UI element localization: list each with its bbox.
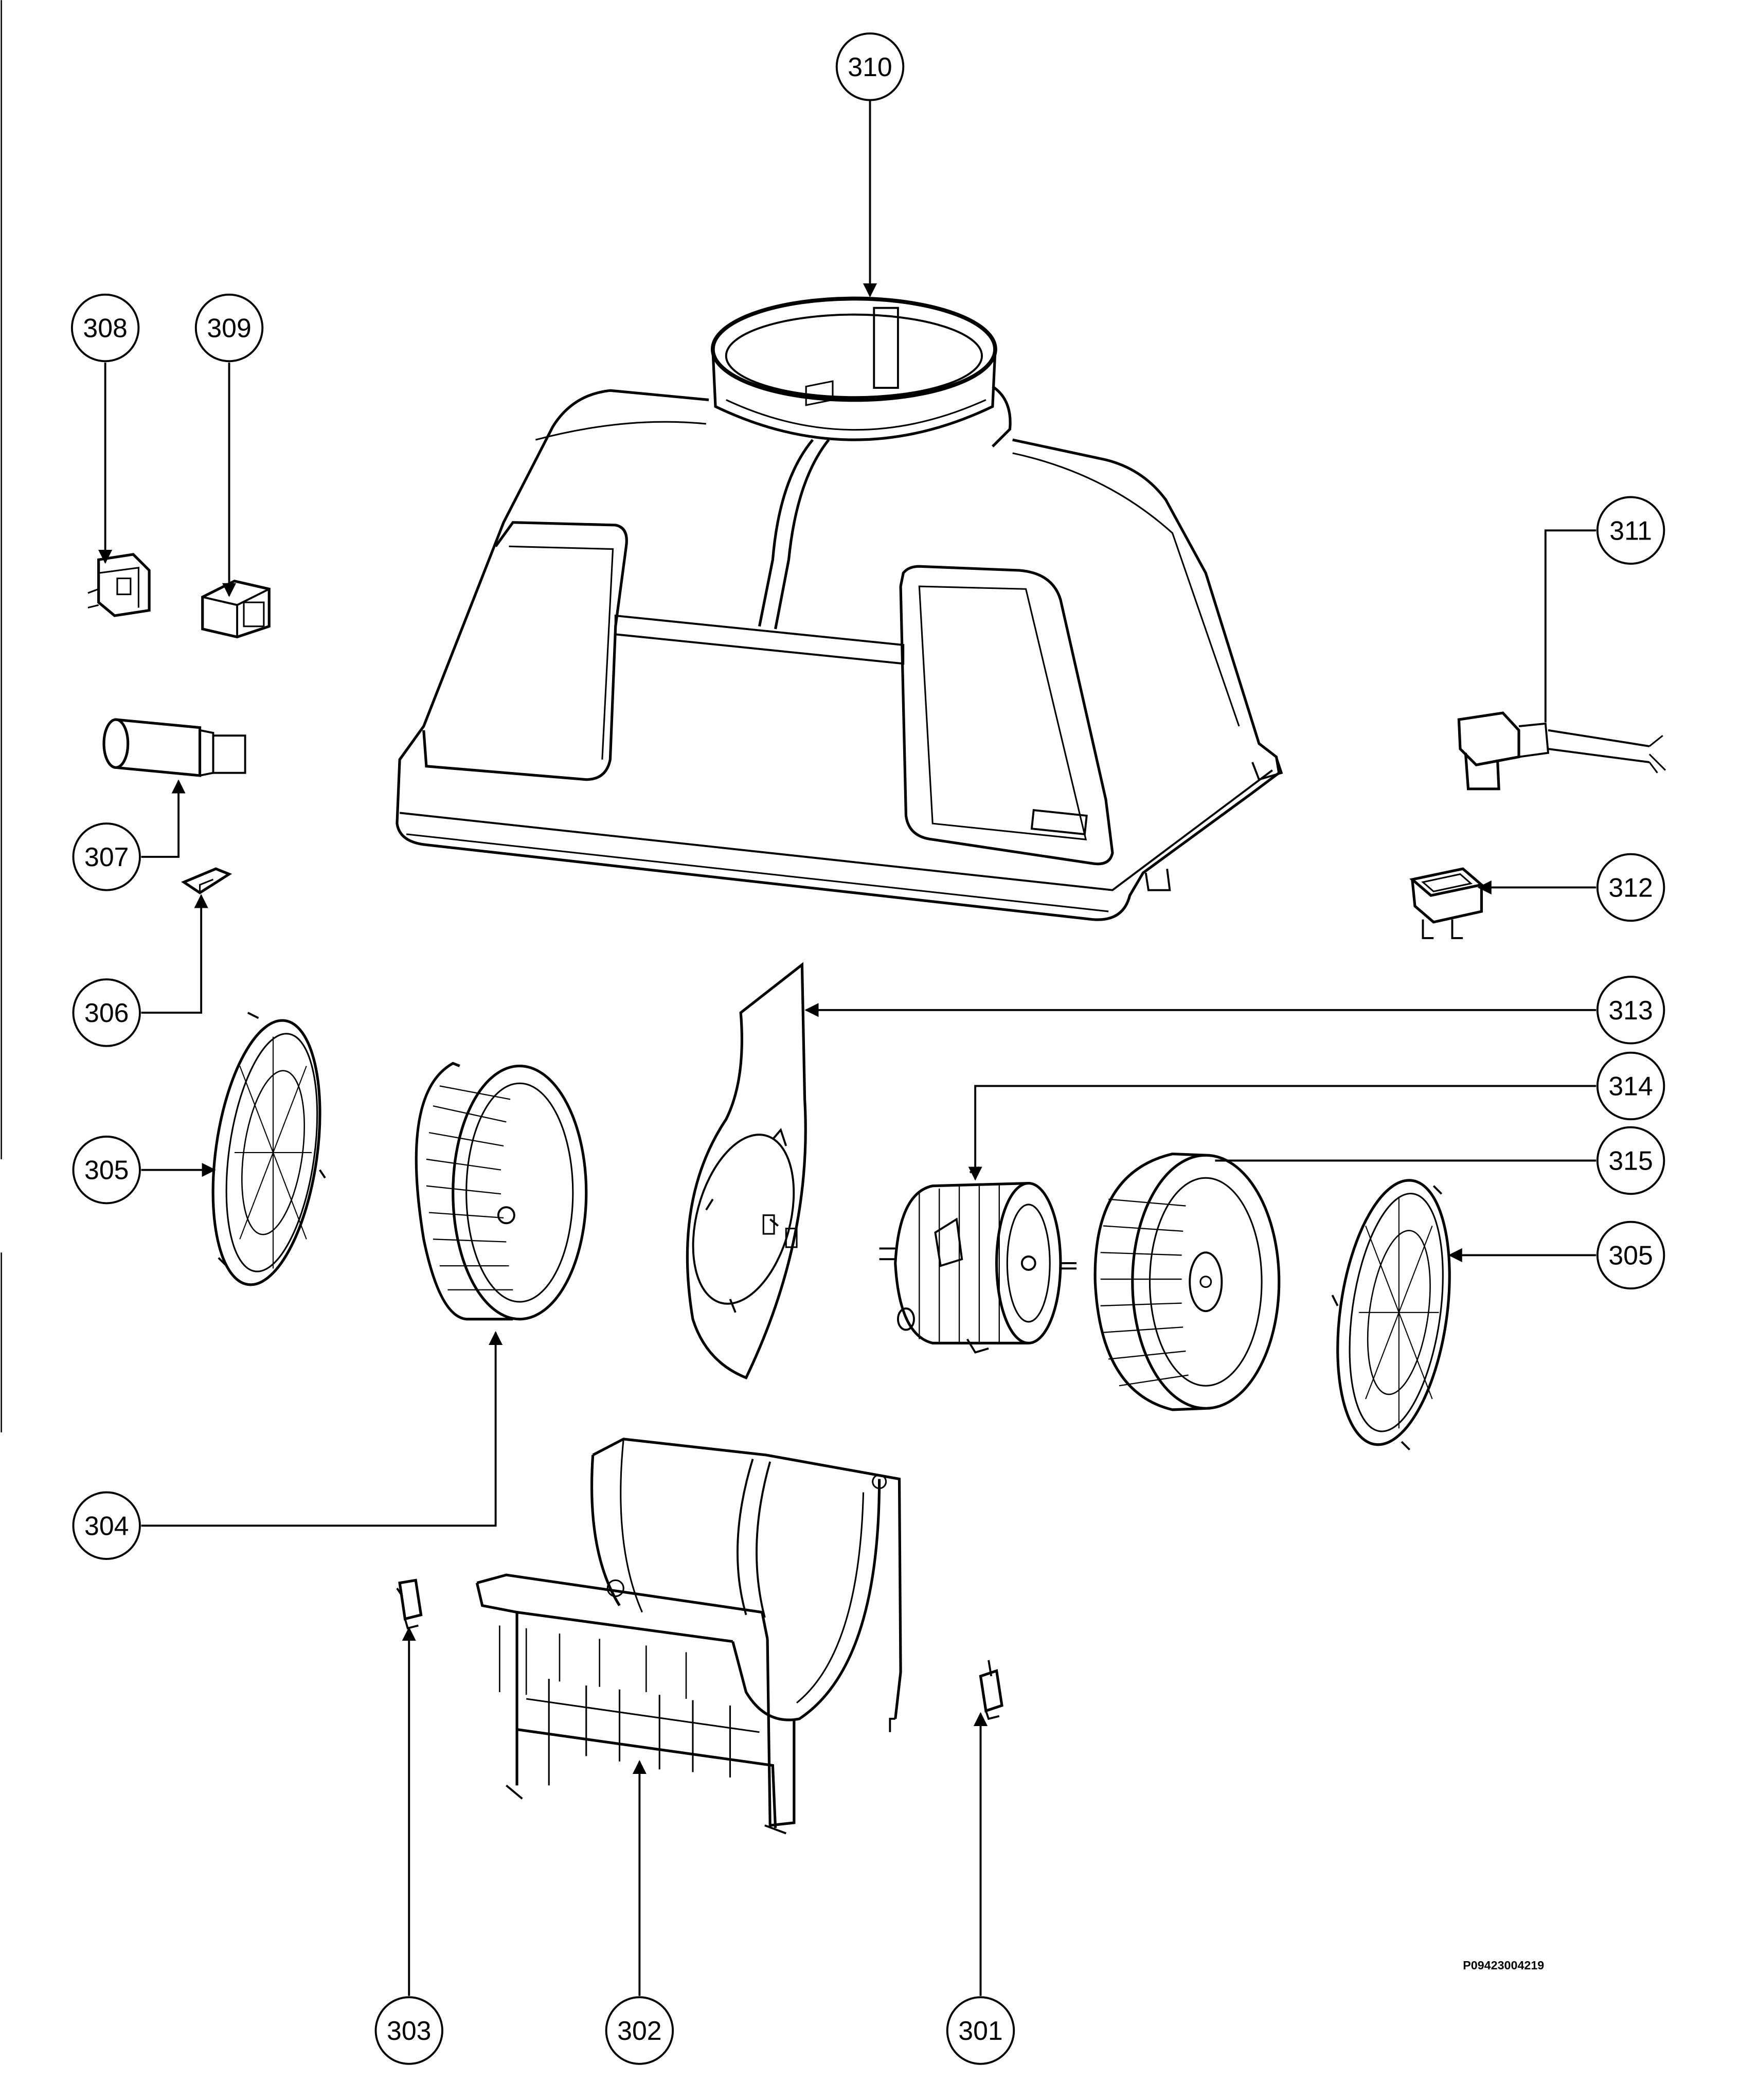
clip-part-303 <box>396 1578 423 1630</box>
callout-305-right: 305 <box>1596 1220 1665 1290</box>
connector-block-part-309 <box>201 579 271 639</box>
callout-label: 312 <box>1608 872 1653 902</box>
callout-label: 305 <box>1608 1240 1653 1270</box>
callout-308: 308 <box>70 293 140 363</box>
callout-314: 314 <box>1596 1051 1665 1121</box>
callout-label: 308 <box>83 313 127 343</box>
callout-label: 309 <box>207 313 251 343</box>
switch-part <box>1409 867 1485 939</box>
callout-label: 314 <box>1608 1071 1653 1101</box>
impeller-right-part <box>1093 1152 1281 1411</box>
impeller-left-part <box>415 1062 588 1321</box>
callout-313: 313 <box>1596 976 1665 1045</box>
connector-block-part-308 <box>87 553 151 617</box>
callout-label: 315 <box>1608 1145 1653 1175</box>
callout-311: 311 <box>1596 496 1665 565</box>
callout-303: 303 <box>374 1996 443 2065</box>
leader-314 <box>968 1085 1597 1181</box>
callout-label: 301 <box>958 2016 1002 2045</box>
inlet-cover-right-part <box>1331 1179 1451 1450</box>
inlet-cover-left-part <box>211 1012 326 1286</box>
callout-304: 304 <box>72 1491 141 1560</box>
callout-301: 301 <box>946 1996 1015 2065</box>
callout-label: 302 <box>617 2016 661 2045</box>
document-number: P09423004219 <box>1463 1959 1544 1972</box>
callout-315: 315 <box>1596 1126 1665 1195</box>
callout-label: 313 <box>1608 995 1653 1025</box>
callout-302: 302 <box>605 1996 674 2065</box>
leader-306 <box>141 894 208 1014</box>
leader-311 <box>1544 529 1597 723</box>
callout-305-left: 305 <box>72 1135 141 1205</box>
callout-309: 309 <box>194 293 264 363</box>
callout-label: 306 <box>84 998 129 1028</box>
callout-312: 312 <box>1596 853 1665 922</box>
callout-307: 307 <box>72 822 141 891</box>
callout-label: 310 <box>848 52 892 82</box>
leader-307 <box>141 779 186 858</box>
callout-306: 306 <box>72 978 141 1047</box>
leader-304 <box>141 1331 503 1527</box>
callout-label: 305 <box>84 1155 129 1185</box>
callout-310: 310 <box>835 32 905 101</box>
callout-label: 307 <box>84 842 129 872</box>
clip-part-301 <box>979 1660 1003 1720</box>
clip-part-306 <box>181 867 232 894</box>
mounting-plate-part <box>686 962 807 1380</box>
motor-part <box>879 1166 1077 1354</box>
leader-lines <box>98 100 1597 1996</box>
hood-housing-part <box>396 296 1283 921</box>
callout-label: 311 <box>1609 515 1652 545</box>
capacitor-part <box>102 718 246 777</box>
callout-label: 304 <box>84 1511 129 1540</box>
callout-label: 303 <box>387 2016 431 2045</box>
motor-cradle-part <box>475 1438 902 1835</box>
power-cable-part <box>1457 711 1666 791</box>
